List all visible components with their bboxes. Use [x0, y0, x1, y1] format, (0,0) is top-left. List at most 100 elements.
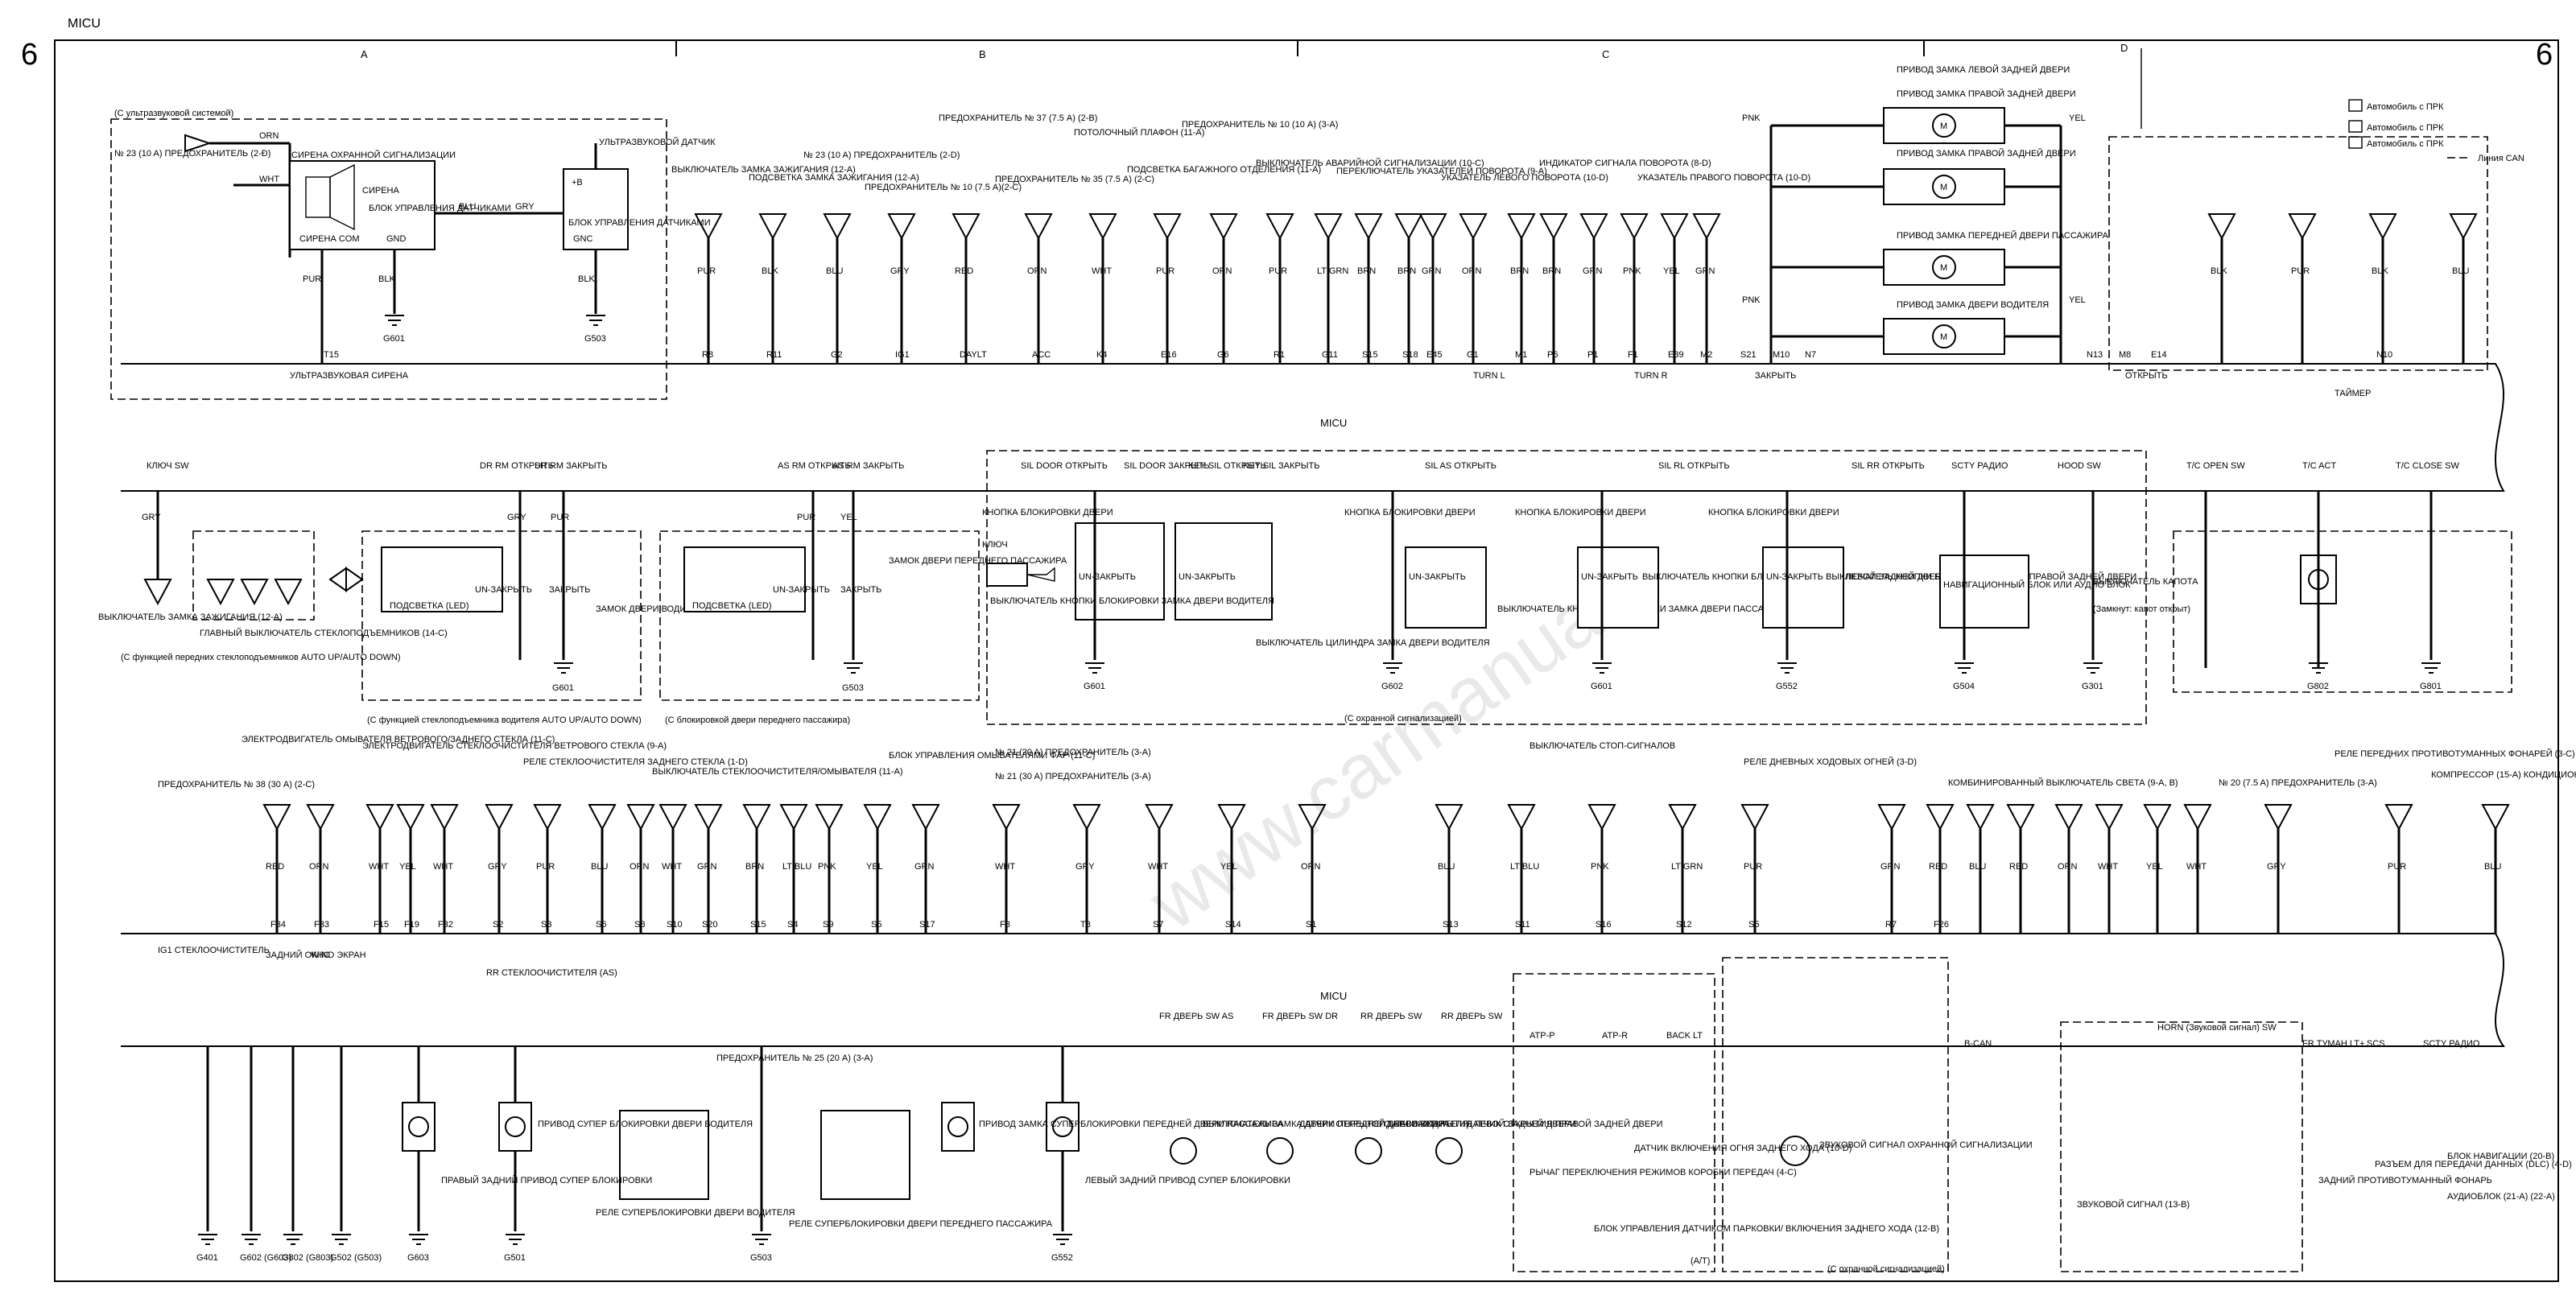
mid-ground-4: [1955, 662, 1974, 674]
mid-ground-0-label: G601: [1084, 682, 1105, 691]
bottom-connector-16: [992, 804, 1021, 831]
svg-text:M: M: [1940, 183, 1947, 192]
svg-text:Автомобиль с ПРК: Автомобиль с ПРК: [2367, 139, 2444, 149]
key-sil-close-label: KEY SIL ЗАКРЫТЬ: [1243, 461, 1319, 471]
top-pin: M1: [1515, 350, 1527, 360]
top-pin: R11: [766, 350, 782, 360]
rear-washer-label: ЭЛЕКТРОДВИГАТЕЛЬ ОМЫВАТЕЛЯ ВЕТРОВОГО/ЗАД…: [242, 735, 555, 744]
bottom-wire-color: RED: [266, 862, 284, 872]
bottom-pin: S1: [1306, 920, 1316, 930]
timer-label: ТАЙМЕР: [2334, 388, 2371, 398]
nav-block-label: БЛОК НАВИГАЦИИ (20-B): [2447, 1152, 2554, 1161]
ultrasound-sensor-block: БЛОК УПРАВЛЕНИЯ ДАТЧИКАМИ: [568, 218, 711, 228]
bottom-ground-1: [242, 1234, 261, 1245]
mid-ground-7-label: G801: [2420, 682, 2442, 691]
top-pin: N7: [1805, 350, 1816, 360]
open-label: ОТКРЫТЬ: [2125, 371, 2168, 381]
mid-ground-0: [1085, 662, 1104, 674]
top-connector-0: [694, 213, 723, 241]
fuse23b-label: № 23 (10 A) ПРЕДОХРАНИТЕЛЬ (2-D): [803, 150, 960, 160]
alarm-horn-group: [1722, 957, 1949, 1272]
svg-text:YEL: YEL: [2069, 113, 2086, 123]
svg-text:UN-ЗАКРЫТЬ: UN-ЗАКРЫТЬ: [1409, 572, 1466, 582]
bottom-connector-28: [1966, 804, 1995, 831]
svg-text:ЗАКРЫТЬ: ЗАКРЫТЬ: [549, 585, 590, 595]
bottom-connector-0: [262, 804, 291, 831]
bottom-wire-color: PUR: [1744, 862, 1762, 872]
left-rear-superlock-label: ЛЕВЫЙ ЗАДНИЙ ПРИВОД СУПЕР БЛОКИРОВКИ: [1085, 1175, 1290, 1185]
top-pin: M8: [2119, 350, 2131, 360]
driver-lock-switch-label: ВЫКЛЮЧАТЕЛЬ КНОПКИ БЛОКИРОВКИ ЗАМКА ДВЕР…: [990, 596, 1274, 606]
hazard-switch-label: ВЫКЛЮЧАТЕЛЬ АВАРИЙНОЙ СИГНАЛИЗАЦИИ (10-C…: [1256, 158, 1484, 168]
svg-text:PUR: PUR: [551, 513, 569, 522]
back-lt-label: BACK LT: [1666, 1031, 1703, 1041]
top-pin: DAYLT: [960, 350, 987, 360]
top-connector-8: [1209, 213, 1238, 241]
bottom-connector-13: [815, 804, 844, 831]
superlock-relay-label: РЕЛЕ СУПЕРБЛОКИРОВКИ ДВЕРИ ВОДИТЕЛЯ: [596, 1208, 795, 1218]
svg-text:КНОПКА БЛОКИРОВКИ ДВЕРИ: КНОПКА БЛОКИРОВКИ ДВЕРИ: [1515, 508, 1646, 517]
bottom-ground-4: [409, 1234, 428, 1245]
svg-text:КНОПКА БЛОКИРОВКИ ДВЕРИ: КНОПКА БЛОКИРОВКИ ДВЕРИ: [1344, 508, 1476, 517]
fuse10b-label: ПРЕДОХРАНИТЕЛЬ № 10 (10 A) (3-A): [1182, 120, 1338, 130]
top-pin: G1: [1467, 350, 1479, 360]
dr-rm-open-label: DR RM ОТКРЫТЬ: [480, 461, 554, 471]
bottom-pin: S5: [1748, 920, 1759, 930]
svg-text:BLK: BLK: [578, 274, 595, 284]
superlock-relay-2: [820, 1110, 910, 1200]
top-wire-color: ORN: [1027, 266, 1047, 276]
fuse20-label: № 20 (7.5 A) ПРЕДОХРАНИТЕЛЬ (3-A): [2219, 778, 2377, 788]
svg-text:GRY: GRY: [142, 513, 161, 522]
top-connector-9: [1265, 213, 1294, 241]
top-connector-22: [2288, 213, 2317, 241]
svg-text:Автомобиль с ПРК: Автомобиль с ПРК: [2367, 123, 2444, 133]
bottom-connector-22: [1507, 804, 1536, 831]
top-pin: G6: [1217, 350, 1229, 360]
column-b: B: [979, 48, 986, 60]
audio-block-label: АУДИОБЛОК (21-A) (22-A): [2447, 1192, 2555, 1202]
svg-text:M: M: [1940, 332, 1947, 342]
bottom-wire-color: YEL: [866, 862, 883, 872]
top-wire-color: BRN: [1357, 266, 1376, 276]
bottom-wire-color: LT BLU: [782, 862, 811, 872]
sensor-block-label: БЛОК УПРАВЛЕНИЯ ДАТЧИКАМИ: [369, 204, 511, 213]
svg-text:YEL: YEL: [2069, 295, 2086, 305]
bottom-connector-1: [306, 804, 335, 831]
bottom-ground-3: [332, 1234, 351, 1245]
mid-ground-2-label: G601: [1591, 682, 1612, 691]
top-pin: E39: [1668, 350, 1684, 360]
bottom-pin: S13: [1443, 920, 1459, 930]
top-pin: N10: [2376, 350, 2392, 360]
top-pin: R8: [702, 350, 713, 360]
rear-wiper-relay-label: РЕЛЕ СТЕКЛООЧИСТИТЕЛЯ ЗАДНЕГО СТЕКЛА (1-…: [523, 757, 748, 767]
bottom-wire-color: ORN: [630, 862, 650, 872]
stop-lamp-label: ВЫКЛЮЧАТЕЛЬ СТОП-СИГНАЛОВ: [1530, 741, 1675, 751]
bottom-pin: F34: [270, 920, 286, 930]
micu-bottom-label: MICU: [1320, 990, 1347, 1002]
top-wire-color: GRN: [1583, 266, 1603, 276]
top-wire-color: GRN: [1422, 266, 1442, 276]
bottom-pin: S16: [1596, 920, 1612, 930]
bottom-wire-color: BLU: [1969, 862, 1986, 872]
svg-text:PNK: PNK: [1742, 113, 1761, 123]
bottom-connector-14: [863, 804, 892, 831]
bottom-connector-21: [1435, 804, 1463, 831]
top-wire-color: BLK: [762, 266, 778, 276]
top-pin: K4: [1096, 350, 1107, 360]
top-pin: E45: [1426, 350, 1443, 360]
bottom-connector-31: [2095, 804, 2124, 831]
bottom-connector-33: [2183, 804, 2212, 831]
top-connector-1: [758, 213, 787, 241]
bottom-wire-color: GRY: [1075, 862, 1095, 872]
fr-door-as-label: FR ДВЕРЬ SW AS: [1159, 1012, 1233, 1021]
front-pass-sensor-label: ВЫКЛЮЧАТЕЛЬ ЗАМКА ДВЕРИ ПЕРЕДНЕГО ПАССАЖ…: [1203, 1119, 1450, 1129]
diagram-frame: [54, 39, 2559, 1282]
diagram-title: MICU: [68, 17, 101, 31]
rear-glass-label: ЗАДНИЙ ОКНС: [266, 950, 330, 960]
bottom-scty-label: SCTY РАДИО: [2423, 1039, 2480, 1049]
top-wire-color: LT GRN: [1317, 266, 1348, 276]
at-group: [1513, 973, 1715, 1272]
atp-p-label: ATP-P: [1530, 1031, 1555, 1041]
svg-text:PNK: PNK: [1742, 295, 1761, 305]
bottom-ground-2-label: G802 (G803): [282, 1253, 333, 1263]
